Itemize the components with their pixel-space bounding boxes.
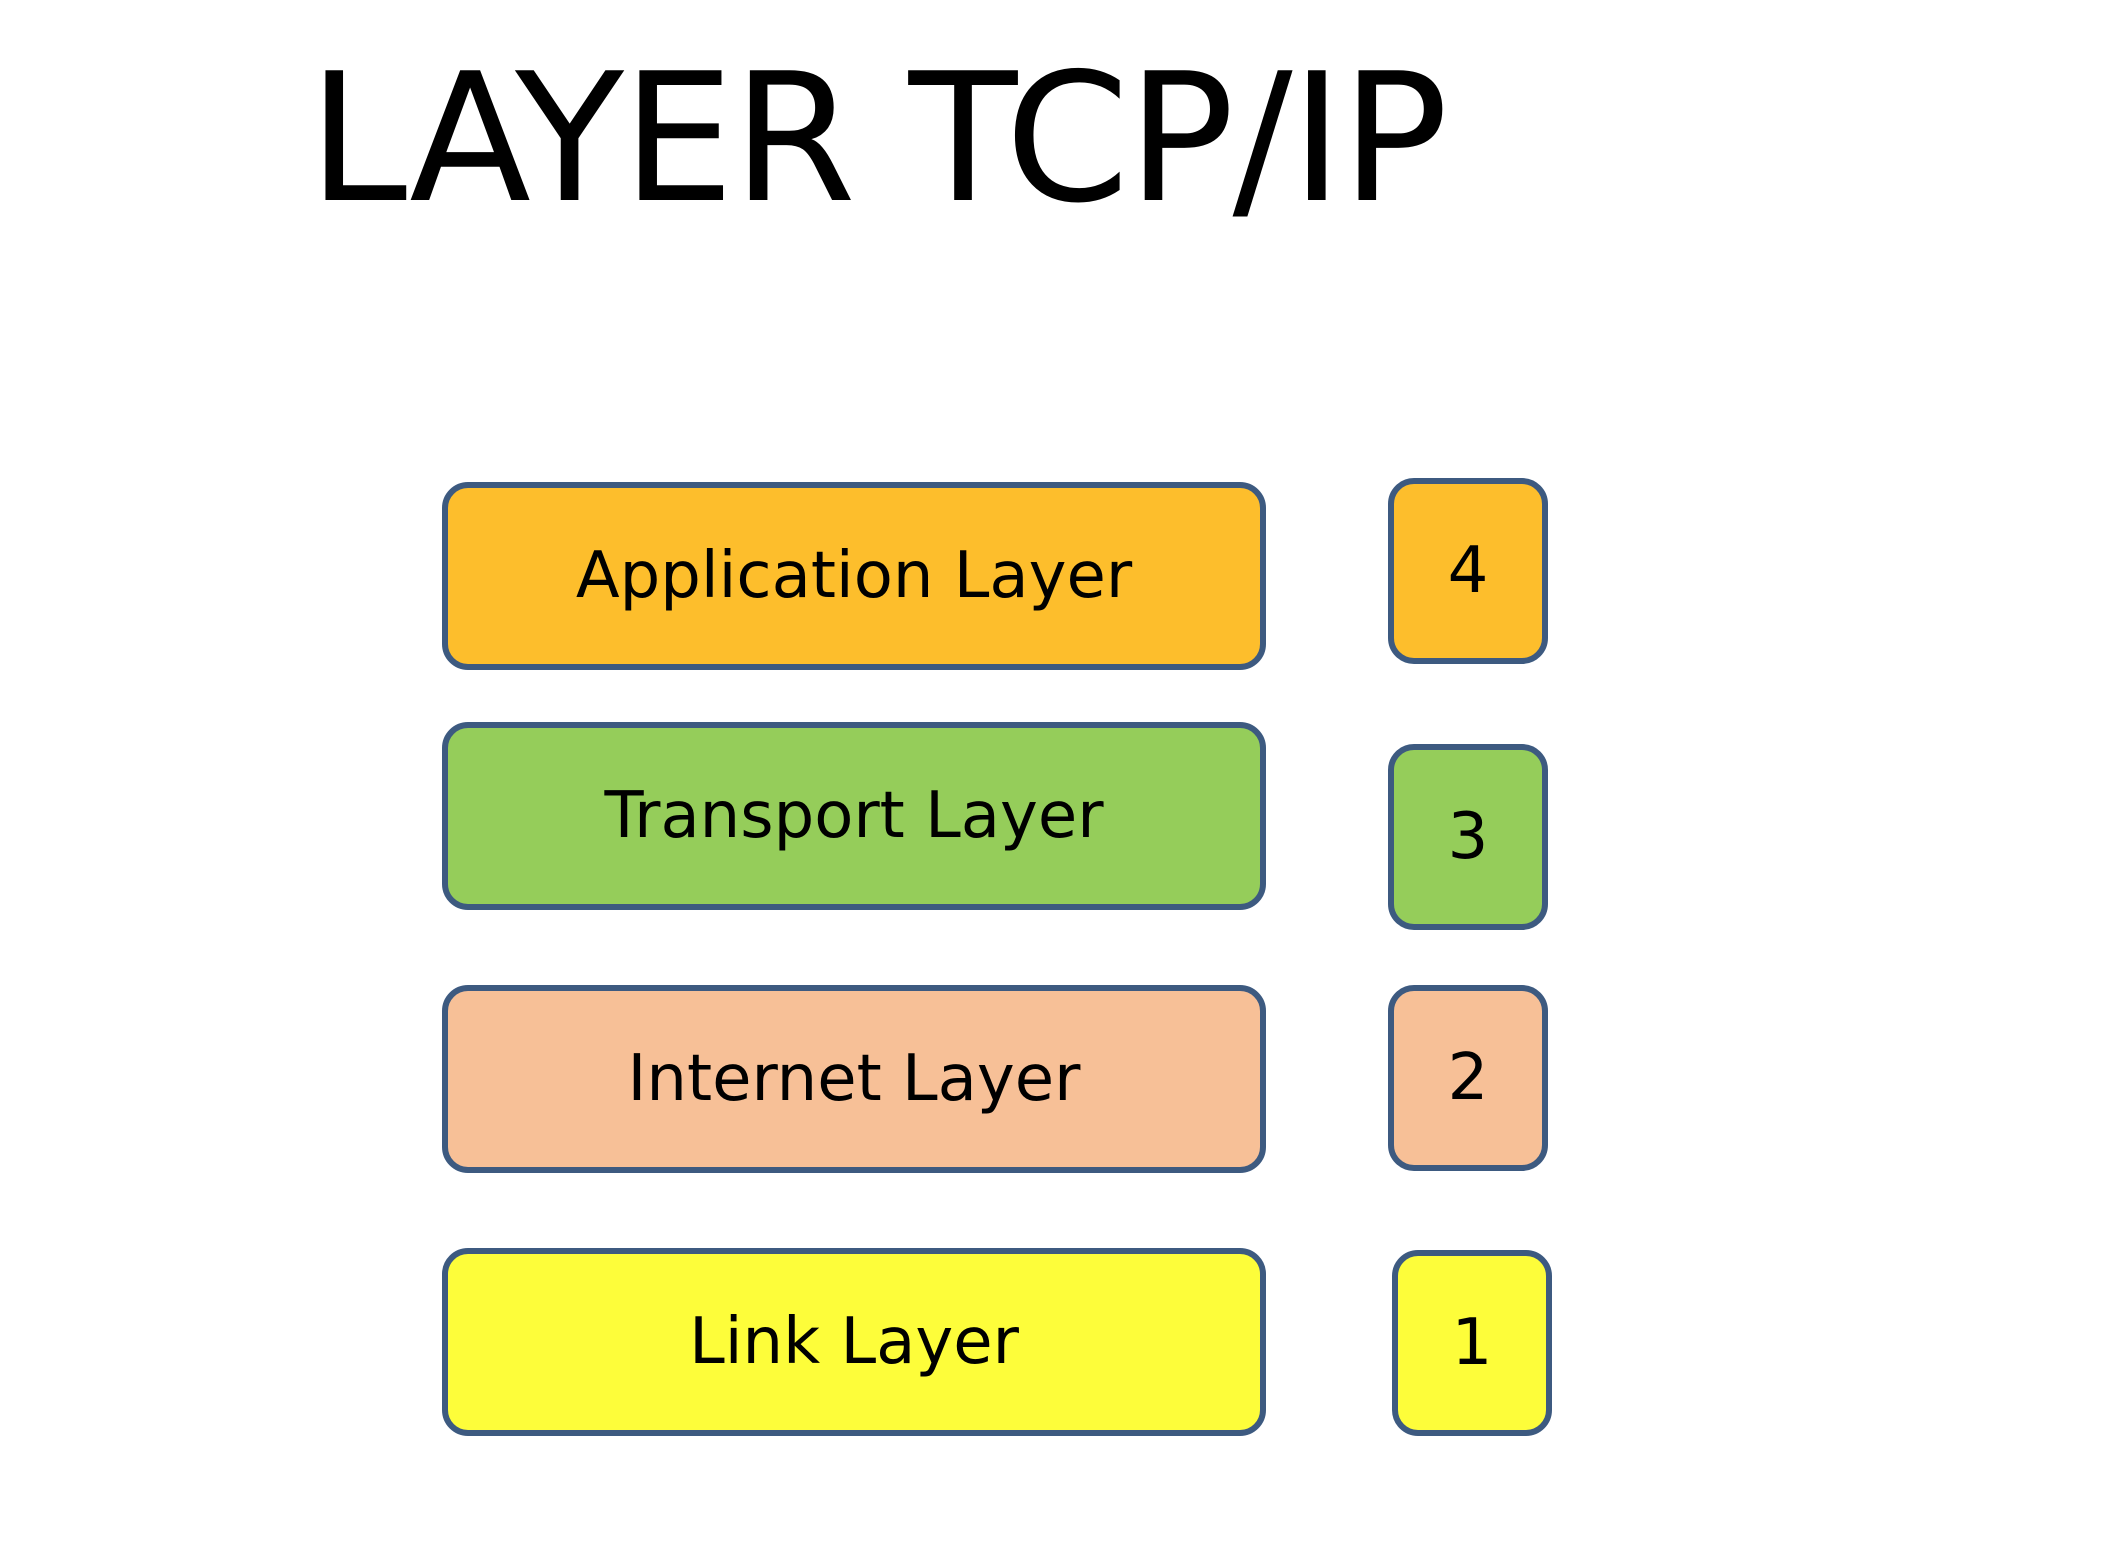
application-layer-box: Application Layer xyxy=(442,482,1266,670)
link-layer-number: 1 xyxy=(1392,1250,1552,1436)
link-layer-box: Link Layer xyxy=(442,1248,1266,1436)
diagram-title: LAYER TCP/IP xyxy=(308,35,1448,242)
transport-layer-box: Transport Layer xyxy=(442,722,1266,910)
application-layer-number: 4 xyxy=(1388,478,1548,664)
internet-layer-number: 2 xyxy=(1388,985,1548,1171)
transport-layer-number: 3 xyxy=(1388,744,1548,930)
internet-layer-box: Internet Layer xyxy=(442,985,1266,1173)
